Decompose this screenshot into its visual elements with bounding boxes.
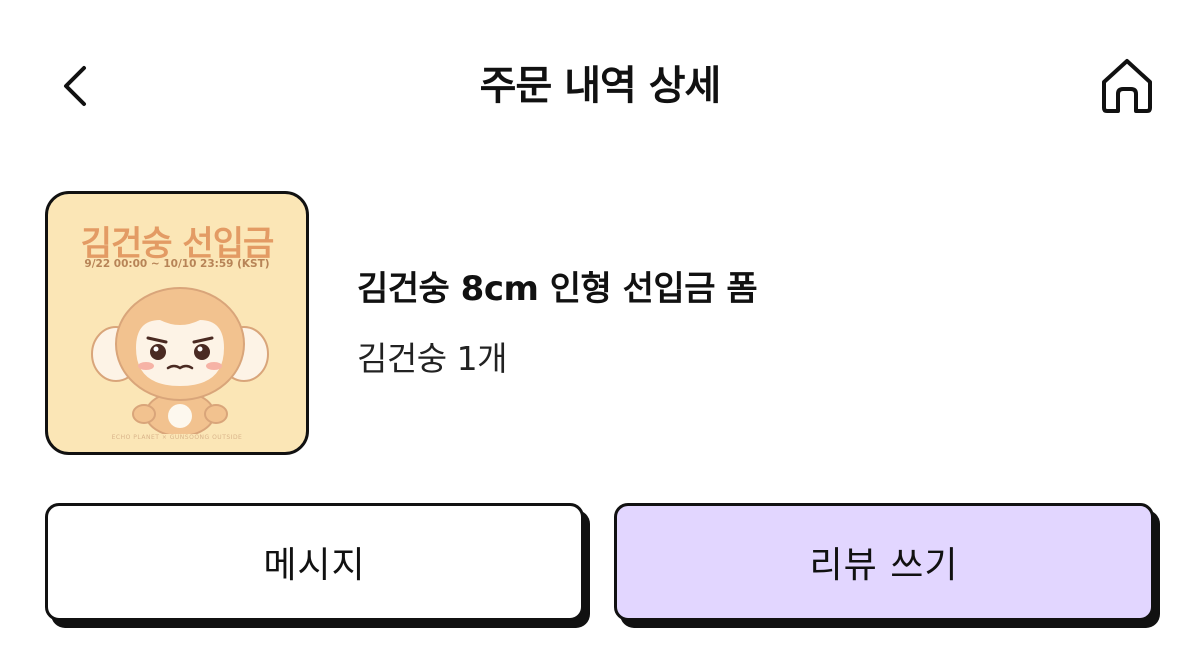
write-review-button-label: 리뷰 쓰기 bbox=[809, 545, 959, 586]
home-icon bbox=[1102, 59, 1152, 113]
thumbnail-title: 김건숭 선입금 bbox=[80, 224, 275, 264]
write-review-button[interactable]: 리뷰 쓰기 bbox=[614, 503, 1154, 621]
thumbnail-credit: ECHO PLANET × GUNSOONG OUTSIDE bbox=[111, 434, 243, 441]
monkey-mascot-illustration bbox=[91, 287, 269, 434]
message-button-label: 메시지 bbox=[263, 545, 366, 586]
header: 주문 내역 상세 bbox=[0, 0, 1200, 175]
product-thumbnail[interactable]: 김건숭 선입금 9/22 00:00 ~ 10/10 23:59 (KST) E… bbox=[45, 191, 309, 455]
product-option: 김건숭 1개 bbox=[357, 339, 507, 378]
home-button[interactable] bbox=[1093, 52, 1161, 118]
chevron-left-icon bbox=[64, 66, 86, 106]
message-button[interactable]: 메시지 bbox=[45, 503, 584, 621]
thumbnail-date: 9/22 00:00 ~ 10/10 23:59 (KST) bbox=[84, 258, 270, 270]
product-name: 김건숭 8cm 인형 선입금 폼 bbox=[357, 269, 758, 309]
page-title: 주문 내역 상세 bbox=[479, 63, 722, 109]
back-button[interactable] bbox=[52, 60, 100, 112]
